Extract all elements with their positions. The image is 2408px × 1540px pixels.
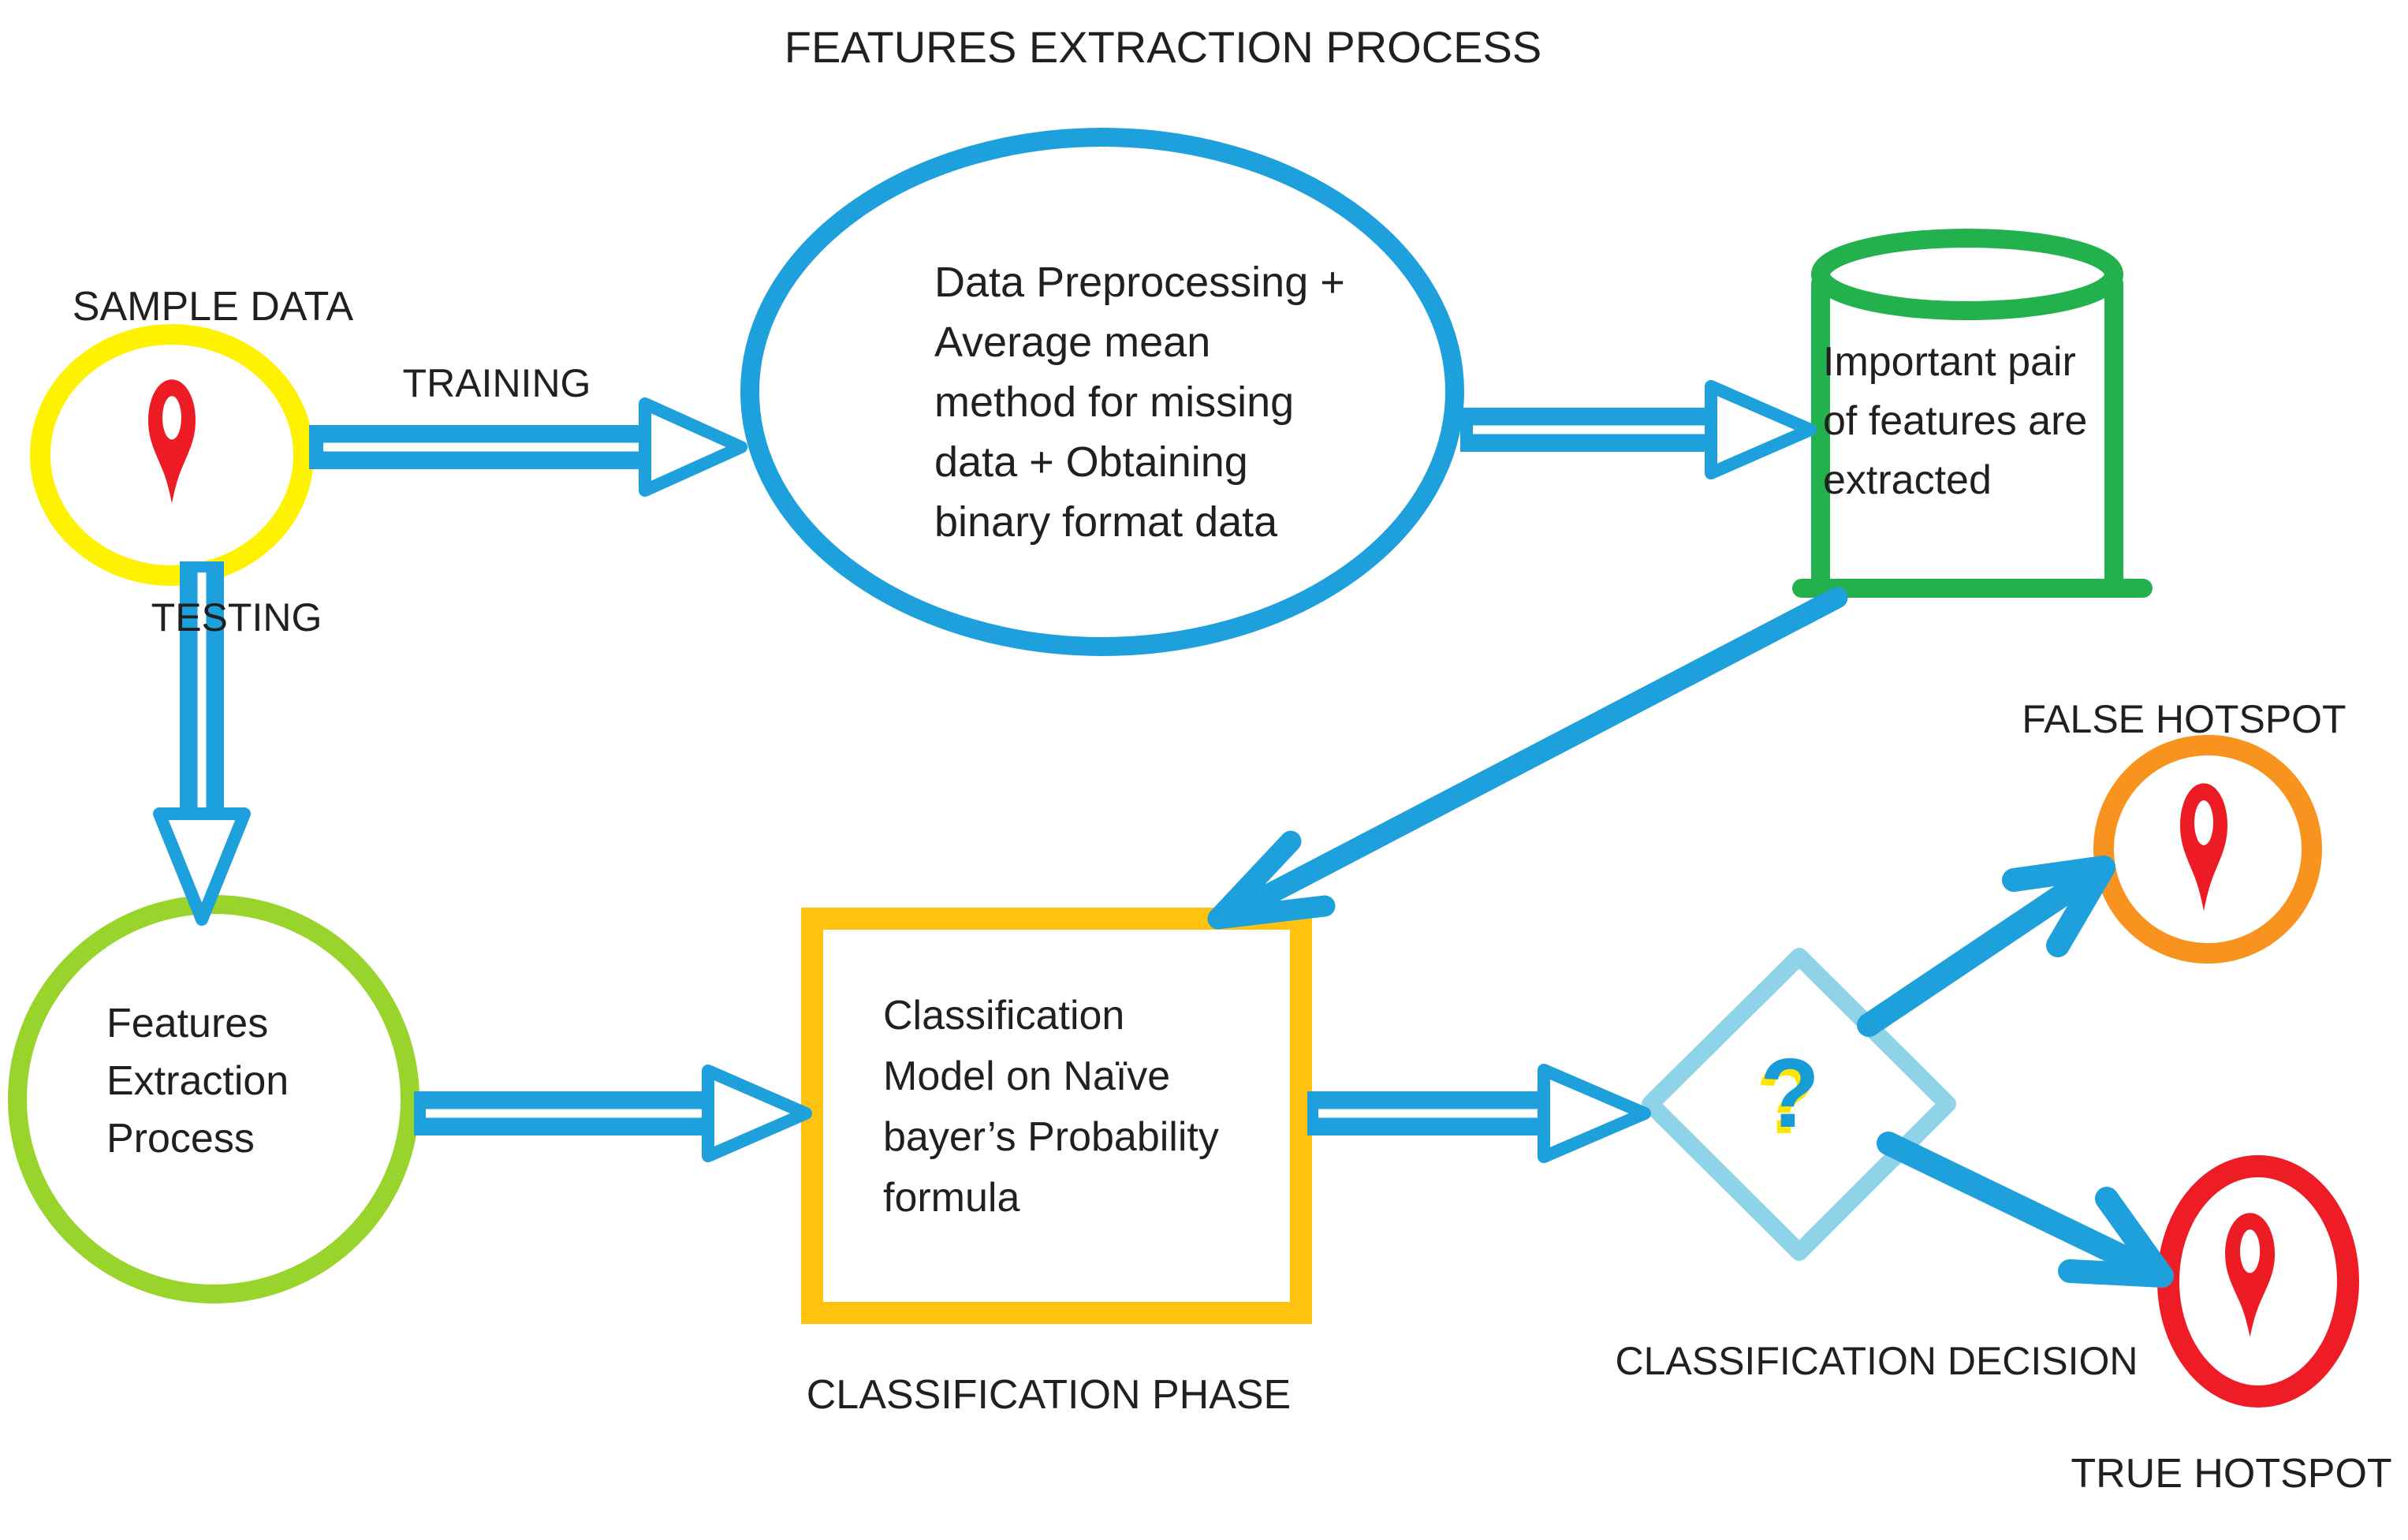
false-hotspot-pin-icon xyxy=(2180,783,2227,912)
features-extraction-node-text: Features Extraction Process xyxy=(106,1001,289,1162)
db-to-model-arrow xyxy=(1207,587,1848,930)
training-arrow xyxy=(309,397,747,497)
decision-to-false-arrow xyxy=(1857,856,2115,1037)
false-hotspot-circle xyxy=(2093,735,2322,964)
extract-features-arrow xyxy=(1460,380,1817,479)
preprocessing-ellipse xyxy=(740,128,1464,656)
false-hotspot-label: FALSE HOTSPOT xyxy=(2022,697,2346,741)
preprocessing-node-text: Data Preprocessing + Average mean method… xyxy=(934,259,1345,546)
model-to-decision-arrow xyxy=(1307,1064,1651,1163)
classification-model-box xyxy=(801,908,1312,1324)
true-hotspot-pin-icon xyxy=(2225,1213,2276,1337)
classification-decision-caption: CLASSIFICATION DECISION xyxy=(1615,1339,2138,1383)
testing-arrow xyxy=(153,561,251,926)
sample-location-pin-icon xyxy=(148,379,196,504)
training-edge-label: TRAINING xyxy=(402,361,591,405)
true-hotspot-label: TRUE HOTSPOT xyxy=(2071,1451,2392,1497)
decision-question-mark: ? xyxy=(1760,1039,1820,1148)
diagram-title: FEATURES EXTRACTION PROCESS xyxy=(784,22,1542,72)
classification-phase-caption: CLASSIFICATION PHASE xyxy=(806,1372,1292,1418)
testing-edge-label: TESTING xyxy=(151,595,322,639)
sample-data-label: SAMPLE DATA xyxy=(72,284,354,330)
extraction-to-model-arrow xyxy=(414,1065,812,1162)
classification-model-node-text: Classification Model on Naïve bayer’s Pr… xyxy=(883,993,1219,1221)
features-db-node-text: Important pair of features are extracted xyxy=(1823,339,2088,503)
decision-to-true-arrow xyxy=(1877,1132,2174,1288)
sample-data-circle xyxy=(30,324,314,586)
features-db-cylinder xyxy=(1792,229,2153,598)
